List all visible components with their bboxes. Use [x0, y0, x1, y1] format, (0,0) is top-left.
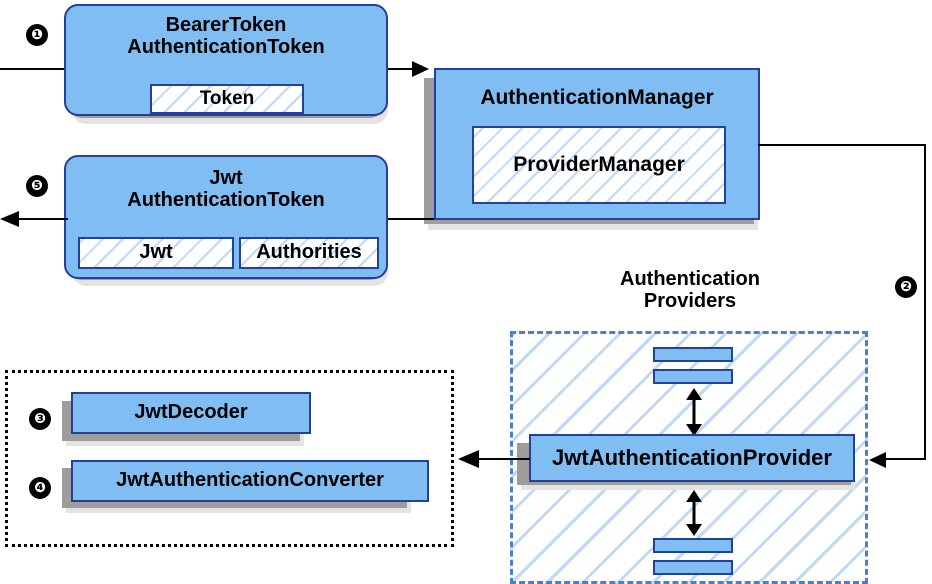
provider-stub-top-1	[653, 347, 733, 362]
provider-stub-bottom-1	[653, 538, 733, 553]
authentication-manager-box[interactable]: AuthenticationManager ProviderManager	[434, 68, 760, 220]
jwt-authentication-token-box[interactable]: Jwt AuthenticationToken Jwt Authorities	[64, 155, 388, 279]
jwt-decoder-box[interactable]: JwtDecoder	[71, 392, 311, 434]
authentication-manager-title: AuthenticationManager	[480, 86, 714, 109]
bearer-token-inner-token[interactable]: Token	[150, 84, 304, 114]
authentication-manager-inner-provider-manager[interactable]: ProviderManager	[472, 126, 726, 204]
step-2-bullet: ❷	[895, 276, 917, 298]
jwt-token-inner-jwt-label: Jwt	[139, 241, 173, 264]
provider-stub-bottom-2	[653, 560, 733, 575]
jwt-decoder-label: JwtDecoder	[134, 401, 248, 424]
bearer-token-title-line1: BearerToken	[165, 14, 287, 36]
step2-arrowhead	[869, 452, 886, 468]
bearer-token-title: BearerToken AuthenticationToken	[66, 6, 386, 59]
jwt-token-title-line2: AuthenticationToken	[127, 189, 325, 212]
jwt-token-inner-authorities-label: Authorities	[256, 241, 362, 264]
jwt-authentication-provider-label: JwtAuthenticationProvider	[552, 445, 832, 471]
jwt-support-container	[5, 370, 454, 547]
authentication-providers-title-line2: Providers	[643, 290, 737, 313]
provider-link-arrow-bottom	[686, 490, 702, 536]
step-1-bullet: ❶	[26, 24, 48, 46]
outgoing-response-arrowhead	[0, 211, 19, 227]
jwt-token-inner-jwt[interactable]: Jwt	[78, 237, 234, 269]
jwt-authentication-converter-label: JwtAuthenticationConverter	[116, 469, 384, 492]
jwt-authentication-provider-box[interactable]: JwtAuthenticationProvider	[529, 434, 855, 482]
step-4-bullet: ❹	[29, 477, 51, 499]
incoming-request-line	[0, 68, 66, 70]
manager-to-jwt-token-line	[374, 218, 434, 220]
provider-stub-top-2	[653, 369, 733, 384]
step2-line-right	[924, 144, 926, 460]
step-3-bullet-wrap: ❸	[29, 408, 51, 430]
jwt-token-title: Jwt AuthenticationToken	[66, 157, 386, 212]
step-5-bullet: ❺	[26, 175, 48, 197]
provider-link-arrow-top	[686, 388, 702, 436]
jwt-authentication-converter-box[interactable]: JwtAuthenticationConverter	[71, 460, 429, 502]
authentication-providers-title-line1: Authentication	[620, 268, 760, 290]
step2-line-bottom	[878, 458, 926, 460]
provider-manager-label: ProviderManager	[513, 152, 685, 176]
bearer-token-inner-token-label: Token	[199, 87, 255, 109]
jwt-token-title-line1: Jwt	[209, 167, 243, 189]
bearer-to-manager-line	[388, 68, 424, 70]
step-2-bullet-wrap: ❷	[895, 276, 917, 298]
authentication-providers-title: Authentication Providers	[560, 268, 820, 313]
step-4-bullet-wrap: ❹	[29, 477, 51, 499]
jwt-token-inner-authorities[interactable]: Authorities	[239, 237, 379, 269]
provider-to-support-line	[478, 458, 530, 460]
bearer-to-manager-arrowhead	[412, 61, 429, 77]
bearer-token-title-line2: AuthenticationToken	[127, 36, 325, 59]
step2-line-top	[758, 144, 926, 146]
step-1-bullet-wrap: ❶	[26, 24, 48, 46]
step-3-bullet: ❸	[29, 408, 51, 430]
provider-to-support-arrowhead	[458, 450, 479, 468]
step-5-bullet-wrap: ❺	[26, 175, 48, 197]
bearer-token-authentication-token-box[interactable]: BearerToken AuthenticationToken Token	[64, 4, 388, 116]
outgoing-response-line	[16, 218, 68, 220]
